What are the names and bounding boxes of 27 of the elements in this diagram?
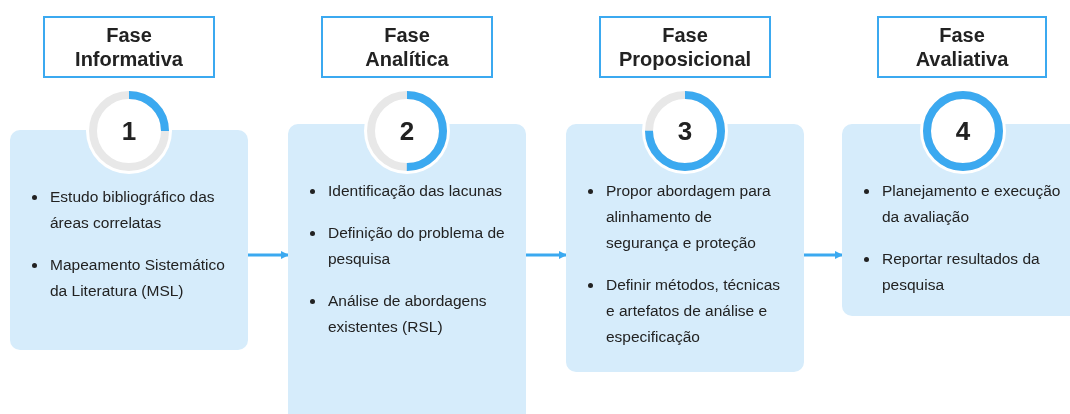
arrow [248, 251, 289, 259]
bullet-text: Análise de abordagens existentes (RSL) [328, 291, 488, 337]
bullet-text: Identificação das lacunas [328, 181, 504, 201]
phase-title: Fase Informativa [75, 23, 183, 71]
bullet-text: Planejamento e execução da avaliação [882, 181, 1062, 227]
arrow [804, 251, 843, 259]
bullet-text: Reportar resultados da pesquisa [882, 249, 1041, 295]
phase-title: Fase Avaliativa [915, 23, 1009, 71]
phase-panel [288, 124, 526, 414]
bullet-text: Mapeamento Sistemático da Literatura (MSL) [50, 255, 226, 301]
phase-panel [566, 124, 804, 372]
title-box [877, 16, 1047, 78]
bullet-text: Definição do problema de pesquisa [328, 223, 506, 269]
phase-title: Fase Proposicional [618, 23, 752, 71]
phase-title: Fase Analítica [365, 23, 449, 71]
step-number: 2 [398, 116, 416, 146]
arrow [526, 251, 567, 259]
phase-panel [842, 124, 1070, 316]
title-box [599, 16, 771, 78]
title-box [43, 16, 215, 78]
bullet-text: Estudo bibliográfico das áreas correlatas [50, 187, 216, 233]
title-box [321, 16, 493, 78]
bullet-text: Definir métodos, técnicas e artefatos de análise e especificação [606, 275, 782, 347]
step-number: 1 [120, 116, 138, 146]
step-number: 3 [676, 116, 694, 146]
bullet-text: Propor abordagem para alinhamento de segurança e proteção [606, 181, 772, 253]
step-number: 4 [954, 116, 972, 146]
